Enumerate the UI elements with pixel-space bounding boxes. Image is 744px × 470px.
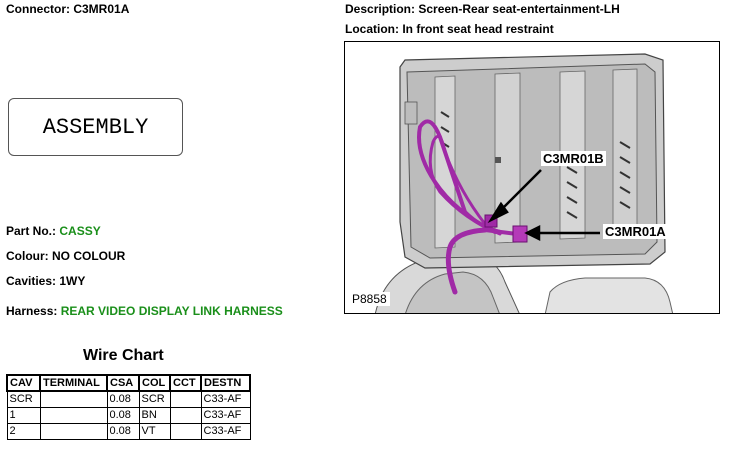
callout-c3mr01b: C3MR01B bbox=[541, 151, 606, 166]
diagram-reference: P8858 bbox=[349, 292, 390, 306]
connector-value: C3MR01A bbox=[73, 2, 130, 16]
assembly-box: ASSEMBLY bbox=[8, 98, 183, 156]
connector-location-diagram: C3MR01B C3MR01A P8858 bbox=[344, 41, 720, 314]
cell-terminal bbox=[39, 406, 108, 424]
cell-csa: 0.08 bbox=[106, 390, 140, 408]
location-line: Location: In front seat head restraint bbox=[345, 22, 554, 36]
location-label: Location: bbox=[345, 22, 399, 36]
header-csa: CSA bbox=[106, 374, 140, 392]
header-col: COL bbox=[138, 374, 171, 392]
colour-line: Colour: NO COLOUR bbox=[6, 249, 125, 263]
harness-value: REAR VIDEO DISPLAY LINK HARNESS bbox=[60, 304, 283, 318]
cell-destn: C33-AF bbox=[200, 406, 251, 424]
colour-value: NO COLOUR bbox=[52, 249, 126, 263]
cavities-label: Cavities: bbox=[6, 274, 57, 288]
cell-col: BN bbox=[138, 406, 171, 424]
description-label: Description: bbox=[345, 2, 416, 16]
header-cct: CCT bbox=[169, 374, 202, 392]
cell-cct bbox=[169, 406, 202, 424]
cell-col: VT bbox=[138, 422, 171, 440]
cell-destn: C33-AF bbox=[200, 422, 251, 440]
colour-label: Colour: bbox=[6, 249, 49, 263]
callout-c3mr01a: C3MR01A bbox=[603, 224, 668, 239]
cell-cct bbox=[169, 390, 202, 408]
cell-cct bbox=[169, 422, 202, 440]
description-value: Screen-Rear seat-entertainment-LH bbox=[418, 2, 620, 16]
cavities-line: Cavities: 1WY bbox=[6, 274, 85, 288]
cell-csa: 0.08 bbox=[106, 406, 140, 424]
table-row: 1 0.08 BN C33-AF bbox=[6, 406, 251, 424]
header-terminal: TERMINAL bbox=[39, 374, 108, 392]
wire-chart-title: Wire Chart bbox=[83, 347, 164, 364]
harness-label: Harness: bbox=[6, 304, 58, 318]
location-value: In front seat head restraint bbox=[402, 22, 554, 36]
table-row: SCR 0.08 SCR C33-AF bbox=[6, 390, 251, 408]
header-cav: CAV bbox=[6, 374, 41, 392]
table-row: 2 0.08 VT C33-AF bbox=[6, 422, 251, 440]
part-no-label: Part No.: bbox=[6, 224, 57, 238]
part-no-line: Part No.: CASSY bbox=[6, 224, 101, 238]
description-line: Description: Screen-Rear seat-entertainm… bbox=[345, 2, 620, 16]
cell-cav: 2 bbox=[6, 422, 41, 440]
cell-cav: SCR bbox=[6, 390, 41, 408]
cavities-value: 1WY bbox=[59, 274, 86, 288]
part-no-value: CASSY bbox=[59, 224, 101, 238]
cell-terminal bbox=[39, 390, 108, 408]
connector-label: Connector: bbox=[6, 2, 70, 16]
wire-chart-header-row: CAV TERMINAL CSA COL CCT DESTN bbox=[6, 374, 251, 392]
header-destn: DESTN bbox=[200, 374, 251, 392]
connector-line: Connector: C3MR01A bbox=[6, 2, 129, 16]
harness-line: Harness: REAR VIDEO DISPLAY LINK HARNESS bbox=[6, 304, 283, 318]
cell-csa: 0.08 bbox=[106, 422, 140, 440]
screen-illustration bbox=[374, 53, 674, 313]
cell-destn: C33-AF bbox=[200, 390, 251, 408]
cell-cav: 1 bbox=[6, 406, 41, 424]
wire-chart-table: CAV TERMINAL CSA COL CCT DESTN SCR 0.08 … bbox=[6, 374, 251, 440]
cell-terminal bbox=[39, 422, 108, 440]
cell-col: SCR bbox=[138, 390, 171, 408]
